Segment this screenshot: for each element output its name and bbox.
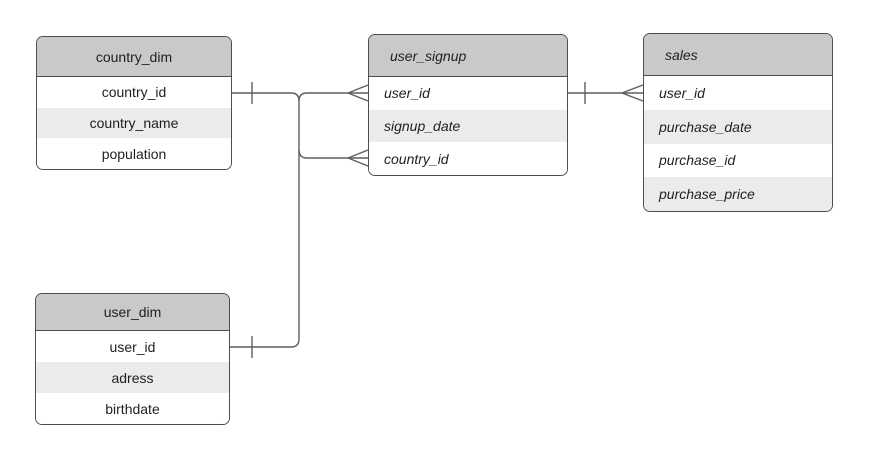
entity-header-user_signup[interactable]: user_signup xyxy=(369,35,567,77)
column-label: population xyxy=(101,145,167,162)
entity-row-user_id[interactable]: user_id xyxy=(369,77,567,110)
entity-header-country_dim[interactable]: country_dim xyxy=(37,37,231,77)
column-label: user_id xyxy=(384,85,430,102)
entity-title: user_dim xyxy=(103,304,162,320)
entity-row-user_id[interactable]: user_id xyxy=(36,331,229,362)
entity-user_signup[interactable]: user_signup user_id signup_date country_… xyxy=(368,34,568,176)
column-label: purchase_price xyxy=(659,186,755,203)
entity-title: user_signup xyxy=(390,47,467,64)
column-label: country_id xyxy=(384,150,449,167)
entity-row-purchase_price[interactable]: purchase_price xyxy=(644,177,832,211)
entity-user_dim[interactable]: user_dim user_id adress birthdate xyxy=(35,293,230,425)
connector-user_signup-to-sales[interactable] xyxy=(568,82,644,104)
entity-row-birthdate[interactable]: birthdate xyxy=(36,393,229,424)
entity-row-country_name[interactable]: country_name xyxy=(37,107,231,139)
entity-sales[interactable]: sales user_id purchase_date purchase_id … xyxy=(643,33,833,212)
column-label: adress xyxy=(111,369,154,386)
entity-title: country_dim xyxy=(95,48,173,65)
connector-branch-user_id xyxy=(298,92,368,102)
connector-branch-country_id xyxy=(298,149,368,159)
connector-bus-line xyxy=(230,92,300,348)
entity-row-country_id[interactable]: country_id xyxy=(37,77,231,108)
entity-row-signup_date[interactable]: signup_date xyxy=(369,109,567,143)
entity-row-population[interactable]: population xyxy=(37,138,231,169)
crow-foot-many-icon-sales-user_id xyxy=(621,84,644,102)
entity-header-sales[interactable]: sales xyxy=(644,34,832,76)
column-label: signup_date xyxy=(384,118,461,134)
column-label: user_id xyxy=(109,338,156,355)
entity-row-country_id[interactable]: country_id xyxy=(369,142,567,175)
column-label: country_id xyxy=(101,84,167,101)
entity-country_dim[interactable]: country_dim country_id country_name popu… xyxy=(36,36,232,170)
entity-row-purchase_id[interactable]: purchase_id xyxy=(644,143,832,178)
crow-foot-many-icon-user_signup-user_id xyxy=(347,84,369,102)
entity-row-user_id[interactable]: user_id xyxy=(644,76,832,110)
entity-row-purchase_date[interactable]: purchase_date xyxy=(644,109,832,144)
column-label: birthdate xyxy=(105,400,160,417)
column-label: user_id xyxy=(659,84,705,101)
column-label: purchase_date xyxy=(659,118,752,135)
crow-foot-many-icon-user_signup-country_id xyxy=(347,149,369,167)
column-label: country_name xyxy=(89,115,179,131)
column-label: purchase_id xyxy=(659,152,736,169)
connector-country_dim-user_dim-to-user_signup[interactable] xyxy=(230,82,369,358)
entity-header-user_dim[interactable]: user_dim xyxy=(36,294,229,331)
entity-row-adress[interactable]: adress xyxy=(36,362,229,393)
entity-title: sales xyxy=(665,46,698,63)
